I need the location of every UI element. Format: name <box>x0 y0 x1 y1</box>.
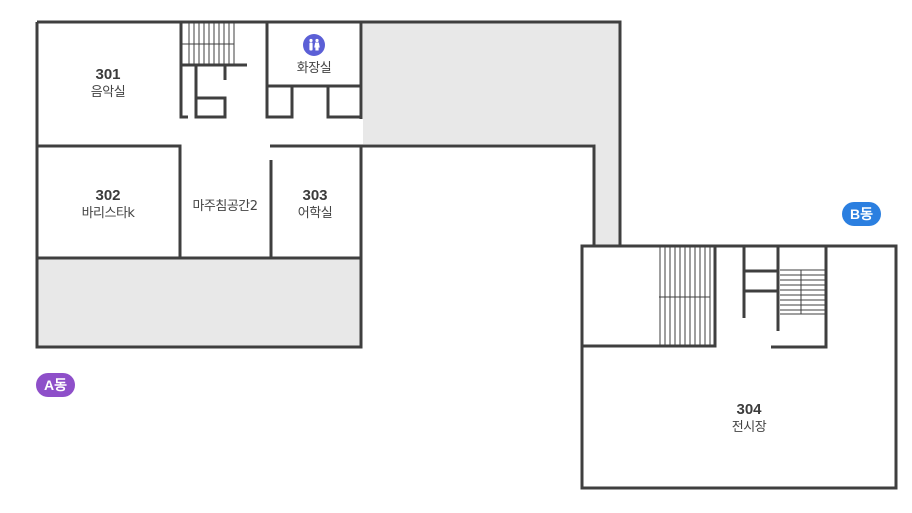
restroom[interactable]: 화장실 <box>296 60 332 78</box>
stairs-b-1 <box>659 247 711 345</box>
room-304[interactable]: 304 전시장 <box>731 401 767 437</box>
room-number: 302 <box>95 187 121 204</box>
room-name: 바리스타k <box>81 206 135 221</box>
walls <box>35 20 898 490</box>
space-name: 화장실 <box>296 61 332 76</box>
building-b-badge[interactable]: B동 <box>842 202 881 226</box>
room-name: 전시장 <box>731 420 767 435</box>
stairs-b-2 <box>780 269 825 315</box>
room-name: 어학실 <box>297 206 333 221</box>
stairs-a <box>181 22 235 64</box>
room-number: 304 <box>736 401 762 418</box>
building-a-badge[interactable]: A동 <box>36 373 75 397</box>
room-302[interactable]: 302 바리스타k <box>82 187 135 223</box>
space-name: 마주침공간2 <box>192 199 258 214</box>
room-name: 음악실 <box>90 85 126 100</box>
room-301[interactable]: 301 음악실 <box>90 66 126 102</box>
room-303[interactable]: 303 어학실 <box>297 187 333 223</box>
lounge-space[interactable]: 마주침공간2 <box>192 198 258 216</box>
room-number: 301 <box>95 66 121 83</box>
restroom-icon <box>303 34 325 56</box>
room-number: 303 <box>302 187 328 204</box>
corridor-area <box>38 22 619 346</box>
